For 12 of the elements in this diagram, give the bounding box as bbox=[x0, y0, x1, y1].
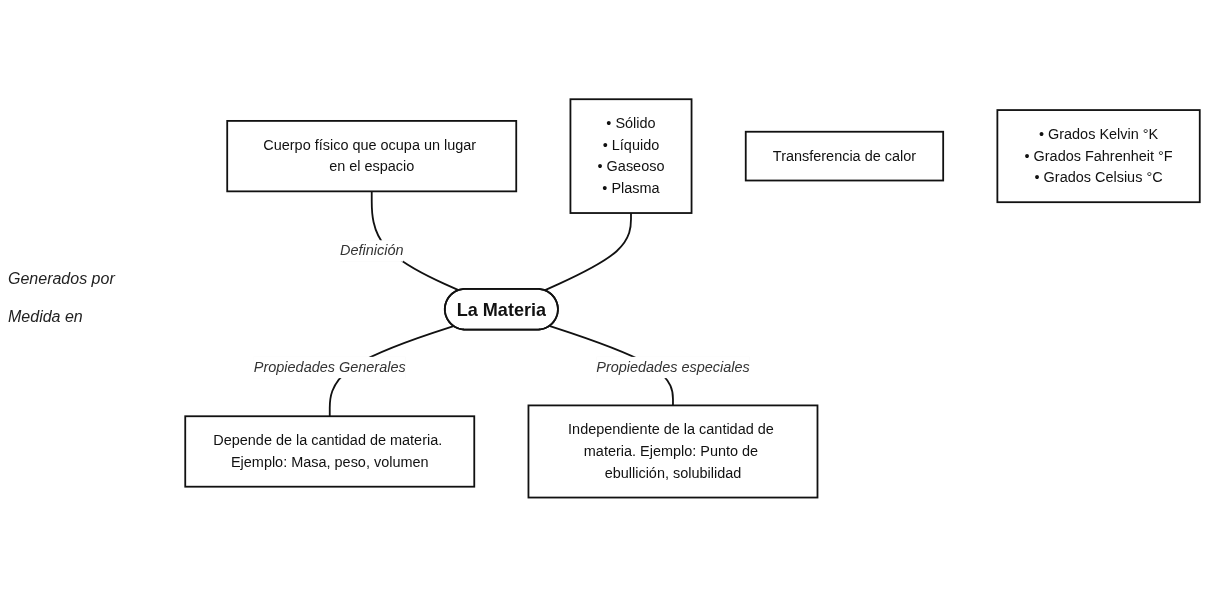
note-text: Generados por bbox=[8, 270, 117, 288]
node-box: Transferencia de calor bbox=[744, 130, 945, 182]
connector bbox=[543, 211, 632, 291]
node-box: • Sólido • Líquido • Gaseoso • Plasma bbox=[569, 97, 693, 214]
edge-label: Propiedades especiales bbox=[596, 358, 750, 375]
edge-label: Definición bbox=[340, 242, 404, 258]
node-box: Cuerpo físico que ocupa un lugar en el espacio bbox=[226, 119, 518, 192]
node-box: Depende de la cantidad de materia. Ejemplo: Masa, peso, volumen bbox=[184, 414, 476, 488]
node-box: Independiente de la cantidad de materia. Ejemplo: Punto de ebullición, solubilidad bbox=[527, 404, 819, 499]
node-box: • Grados Kelvin °K • Grados Fahrenheit °F • Grados Celsius °C bbox=[996, 108, 1201, 203]
note-text: Medida en bbox=[8, 308, 84, 326]
edge-label: Propiedades Generales bbox=[253, 358, 406, 375]
